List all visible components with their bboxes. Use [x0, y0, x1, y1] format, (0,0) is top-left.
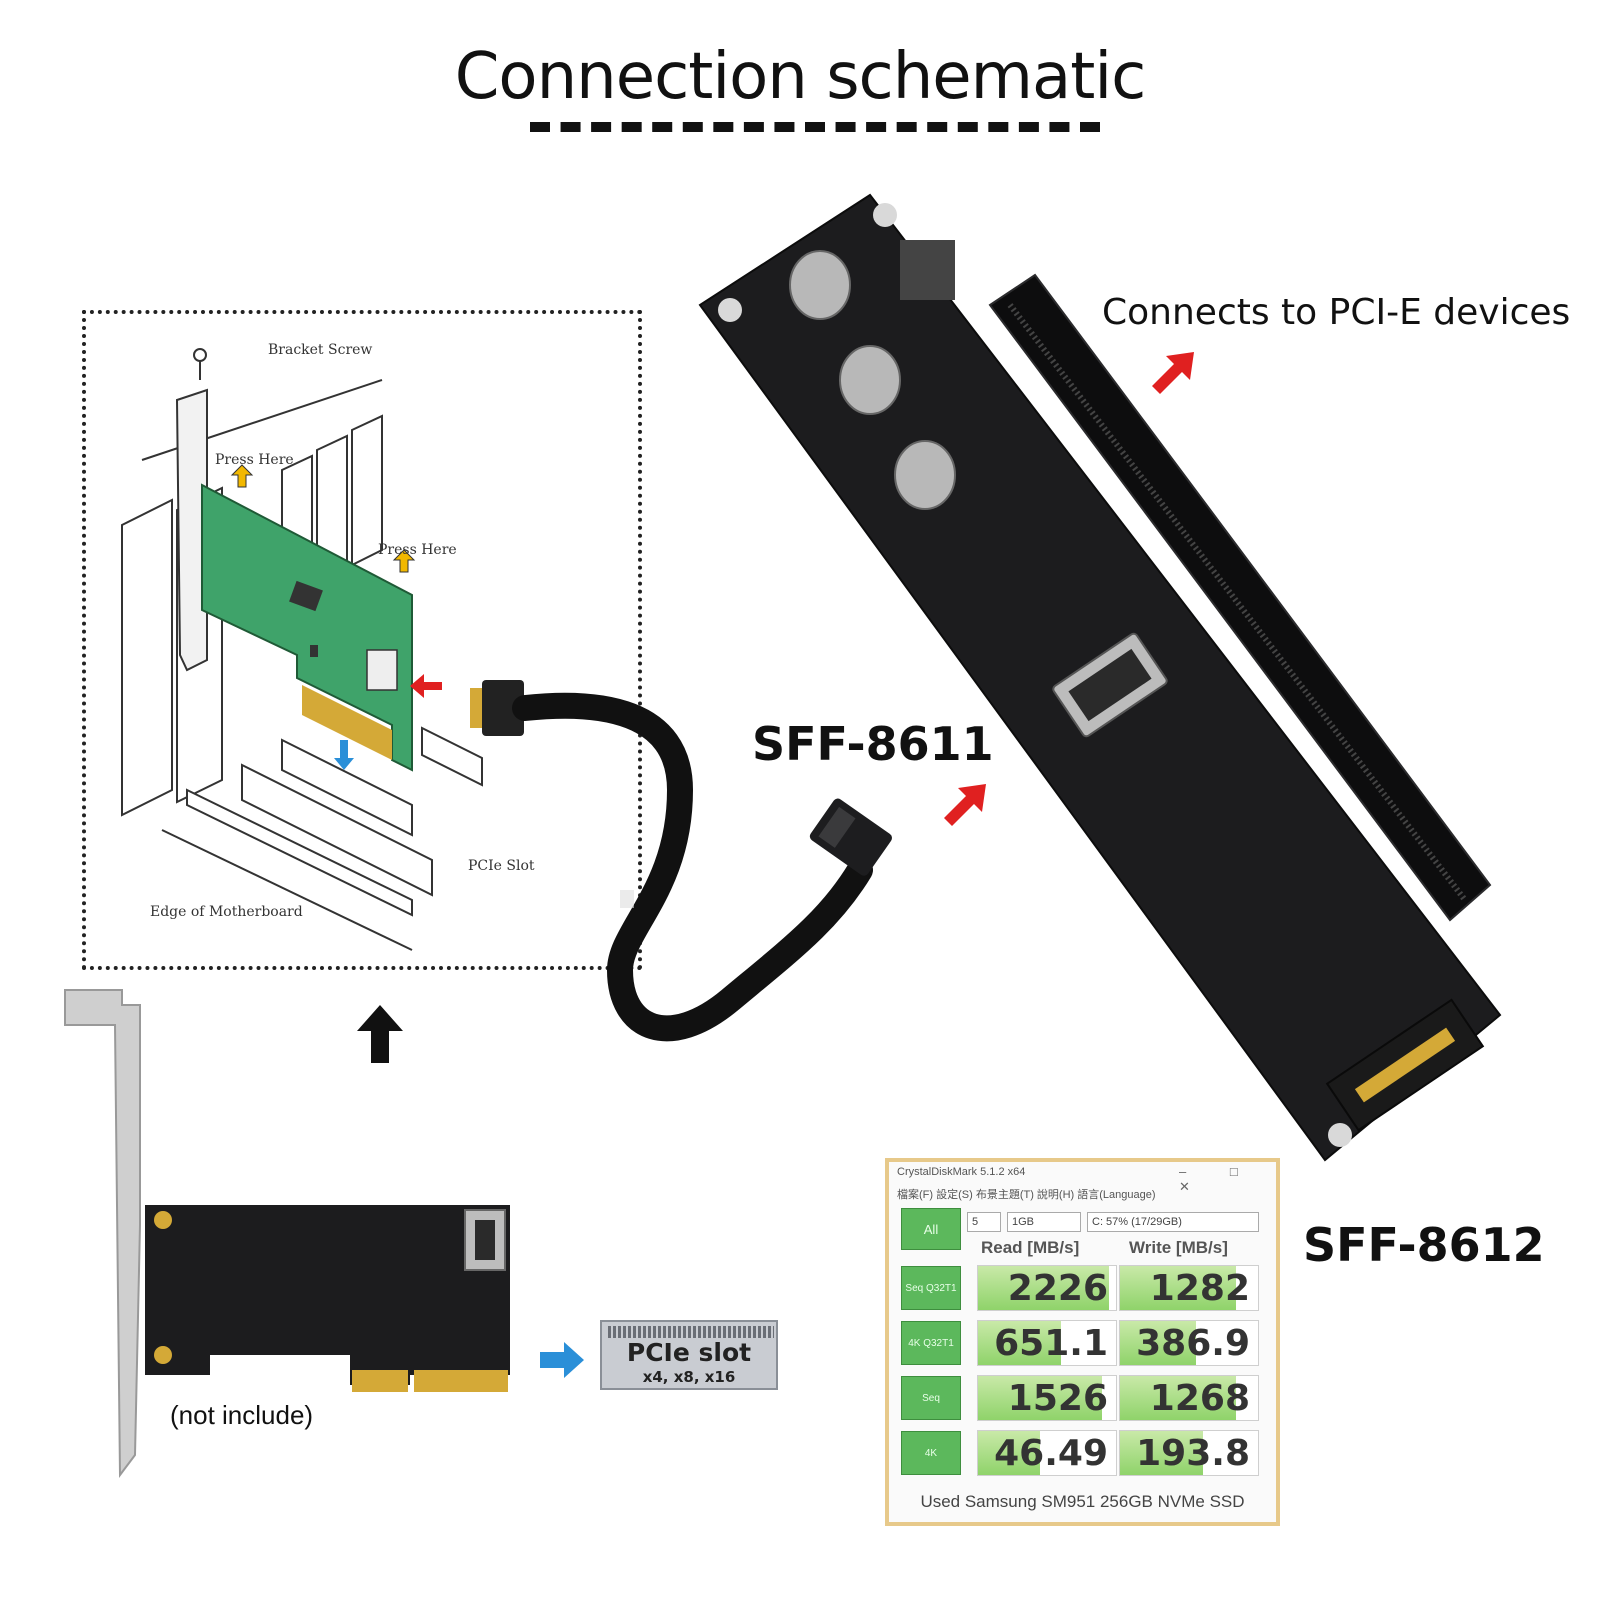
pcie-slot-graphic: PCIe slot x4, x8, x16 [600, 1320, 778, 1390]
pcie-slot-pins [608, 1326, 774, 1338]
count-select[interactable]: 5 [967, 1212, 1001, 1232]
pcie-slot-sizes: x4, x8, x16 [642, 1368, 736, 1386]
read-result-bar [978, 1266, 1110, 1310]
read-result-bar [978, 1431, 1041, 1475]
write-result-value: 1268 [1149, 1378, 1250, 1419]
read-result-cell: 2226 [977, 1265, 1117, 1311]
read-result-value: 46.49 [994, 1433, 1108, 1474]
pcie-slot-label: PCIe Slot [468, 858, 535, 874]
page-title: Connection schematic [454, 40, 1147, 114]
write-result-cell: 1268 [1119, 1375, 1259, 1421]
up-arrow-icon [357, 1005, 403, 1063]
read-result-value: 2226 [1007, 1268, 1108, 1309]
not-include-label: (not include) [170, 1400, 314, 1430]
host-adapter-card [64, 989, 510, 1478]
write-result-bar [1120, 1376, 1236, 1420]
read-result-cell: 46.49 [977, 1430, 1117, 1476]
write-result-cell: 193.8 [1119, 1430, 1259, 1476]
write-result-cell: 1282 [1119, 1265, 1259, 1311]
pcie-slot-text: PCIe slot [626, 1338, 752, 1367]
benchmark-menu-bar[interactable]: 檔案(F) 設定(S) 布景主題(T) 說明(H) 語言(Language) [897, 1189, 1156, 1201]
blue-arrow-icon [540, 1342, 584, 1378]
write-result-value: 1282 [1149, 1268, 1250, 1309]
test-button[interactable]: Seq Q32T1 [901, 1266, 961, 1310]
press-here-label-1: Press Here [215, 452, 294, 468]
write-result-bar [1120, 1321, 1196, 1365]
write-result-bar [1120, 1431, 1203, 1475]
red-arrow-icon-pcie [1152, 352, 1194, 394]
write-header: Write [MB/s] [1129, 1238, 1228, 1257]
benchmark-window: CrystalDiskMark 5.1.2 x64 – □ ✕ 檔案(F) 設定… [885, 1158, 1280, 1526]
read-result-value: 651.1 [994, 1323, 1108, 1364]
read-result-bar [978, 1376, 1103, 1420]
pcie-riser-board [698, 193, 1502, 1162]
read-result-cell: 651.1 [977, 1320, 1117, 1366]
edge-of-motherboard-label: Edge of Motherboard [150, 904, 303, 920]
test-button[interactable]: Seq [901, 1376, 961, 1420]
write-result-value: 386.9 [1136, 1323, 1250, 1364]
read-result-value: 1526 [1007, 1378, 1108, 1419]
size-select[interactable]: 1GB [1007, 1212, 1081, 1232]
write-result-cell: 386.9 [1119, 1320, 1259, 1366]
sff-8612-label: SFF-8612 [1303, 1218, 1545, 1272]
write-result-bar [1120, 1266, 1236, 1310]
title-underline [530, 122, 1100, 132]
red-arrow-icon-sff8611 [944, 784, 986, 826]
window-controls[interactable]: – □ ✕ [1179, 1164, 1258, 1194]
installation-illustration [121, 348, 483, 951]
read-result-cell: 1526 [977, 1375, 1117, 1421]
test-button[interactable]: 4K Q32T1 [901, 1321, 961, 1365]
press-here-label-2: Press Here [378, 542, 457, 558]
sff-cable [470, 680, 892, 1042]
drive-select[interactable]: C: 57% (17/29GB) [1087, 1212, 1259, 1232]
test-button[interactable]: 4K [901, 1431, 961, 1475]
connects-to-pcie-label: Connects to PCI-E devices [1102, 292, 1571, 333]
write-result-value: 193.8 [1136, 1433, 1250, 1474]
benchmark-window-title: CrystalDiskMark 5.1.2 x64 [897, 1166, 1026, 1178]
installation-diagram-frame [82, 310, 642, 970]
read-result-bar [978, 1321, 1061, 1365]
read-header: Read [MB/s] [981, 1238, 1080, 1257]
sff-8611-label: SFF-8611 [752, 717, 994, 771]
bracket-screw-label: Bracket Screw [268, 342, 373, 358]
benchmark-footer: Used Samsung SM951 256GB NVMe SSD [920, 1492, 1245, 1511]
all-button[interactable]: All [901, 1208, 961, 1250]
